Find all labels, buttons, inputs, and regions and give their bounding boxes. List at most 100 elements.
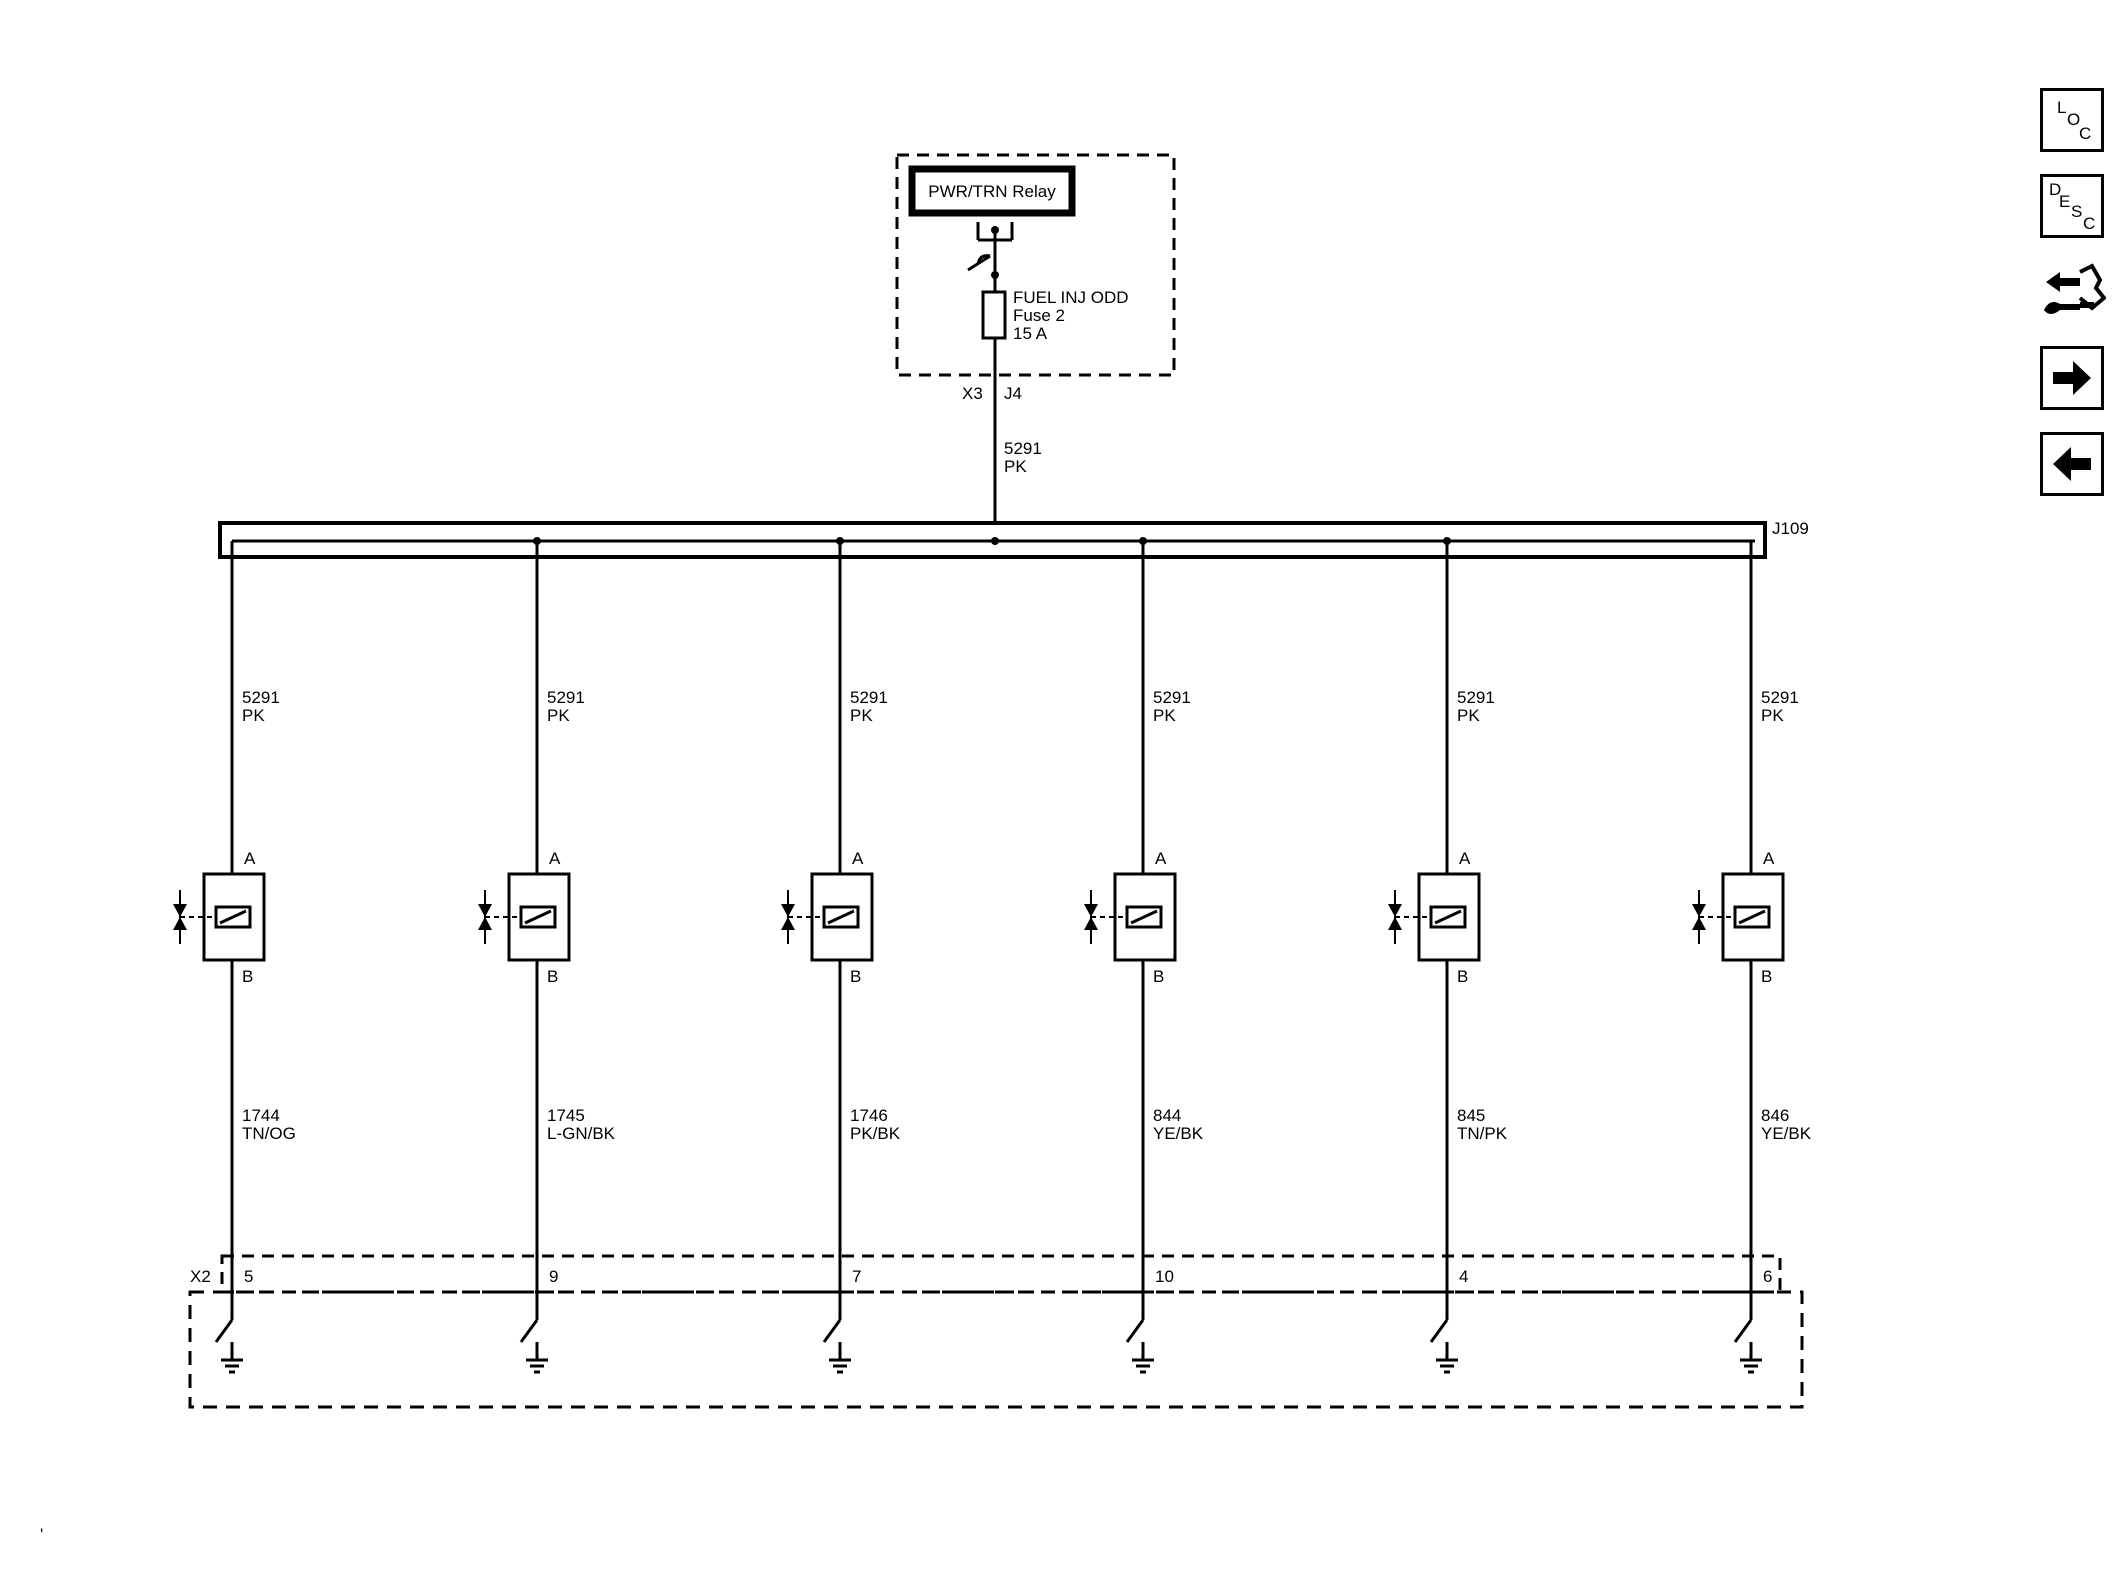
description-button[interactable]: D E S C — [2040, 174, 2104, 238]
valve-icon-top — [1692, 904, 1706, 917]
arrow-right-button[interactable] — [2040, 346, 2104, 410]
top-circuit-label: 5291 — [1761, 688, 1799, 707]
feed-connector-label: X3 — [962, 384, 983, 403]
corner-mark: ' — [40, 1525, 43, 1544]
connector-x2-outline — [220, 1254, 1782, 1294]
loc-l: L — [2057, 98, 2066, 117]
bottom-color-label: PK/BK — [850, 1124, 901, 1143]
pin-b-label: B — [1153, 967, 1164, 986]
bottom-connector-label: X2 — [190, 1267, 211, 1286]
top-color-label: PK — [1153, 706, 1176, 725]
top-color-label: PK — [242, 706, 265, 725]
solenoid-slash — [1130, 909, 1158, 925]
bottom-color-label: L-GN/BK — [547, 1124, 616, 1143]
injector-columns: 5291PKAB1744TN/OG55291PKAB1745L-GN/BK952… — [173, 537, 1812, 1374]
top-circuit-label: 5291 — [850, 688, 888, 707]
valve-icon-bottom — [478, 917, 492, 930]
valve-icon-top — [478, 904, 492, 917]
top-color-label: PK — [1457, 706, 1480, 725]
pin-b-label: B — [1457, 967, 1468, 986]
solenoid-slash — [219, 909, 247, 925]
solenoid-icon — [1125, 905, 1163, 929]
splice-dot — [1139, 537, 1147, 545]
fuse-name: FUEL INJ ODD — [1013, 288, 1129, 307]
valve-icon-bottom — [1084, 917, 1098, 930]
solenoid-icon — [214, 905, 252, 929]
top-color-label: PK — [850, 706, 873, 725]
splice-dot — [1443, 537, 1451, 545]
desc-s: S — [2071, 202, 2082, 221]
loc-o: O — [2067, 110, 2080, 129]
pin-b-label: B — [1761, 967, 1772, 986]
feed-circuit-label: 5291 — [1004, 439, 1042, 458]
bottom-color-label: TN/OG — [242, 1124, 296, 1143]
relay-box — [908, 165, 1076, 217]
driver-switch — [519, 1319, 539, 1343]
feed-color-label: PK — [1004, 457, 1027, 476]
pin-a-label: A — [244, 849, 256, 868]
solenoid-slash — [1434, 909, 1462, 925]
pin-a-label: A — [1155, 849, 1167, 868]
bottom-color-label: YE/BK — [1761, 1124, 1812, 1143]
arrow-right-icon — [2053, 361, 2091, 395]
bottom-circuit-label: 844 — [1153, 1106, 1181, 1125]
arrow-left-icon — [2053, 447, 2091, 481]
solenoid-slash — [524, 909, 552, 925]
pin-b-label: B — [547, 967, 558, 986]
valve-icon-top — [1388, 904, 1402, 917]
pin-a-label: A — [852, 849, 864, 868]
desc-c: C — [2083, 214, 2095, 233]
top-color-label: PK — [547, 706, 570, 725]
location-button[interactable]: L O C — [2040, 88, 2104, 152]
desc-e: E — [2059, 192, 2070, 211]
splice-label: J109 — [1772, 519, 1809, 538]
solenoid-icon — [519, 905, 557, 929]
bottom-circuit-label: 1745 — [547, 1106, 585, 1125]
ground-pin-label: 7 — [852, 1267, 861, 1286]
bottom-color-label: TN/PK — [1457, 1124, 1508, 1143]
driver-switch — [1429, 1319, 1449, 1343]
solenoid-icon — [1429, 905, 1467, 929]
pin-b-label: B — [242, 967, 253, 986]
solenoid-icon — [822, 905, 860, 929]
fuse-rating: 15 A — [1013, 324, 1048, 343]
valve-icon-bottom — [781, 917, 795, 930]
pin-a-label: A — [549, 849, 561, 868]
valve-icon-bottom — [173, 917, 187, 930]
bottom-circuit-label: 1746 — [850, 1106, 888, 1125]
relay-label: PWR/TRN Relay — [928, 182, 1056, 201]
valve-icon-bottom — [1692, 917, 1706, 930]
driver-switch — [1125, 1319, 1145, 1343]
solenoid-slash — [1738, 909, 1766, 925]
connector-icon[interactable] — [2040, 258, 2107, 324]
top-color-label: PK — [1761, 706, 1784, 725]
top-circuit-label: 5291 — [1457, 688, 1495, 707]
top-circuit-label: 5291 — [547, 688, 585, 707]
ground-pin-label: 5 — [244, 1267, 253, 1286]
top-circuit-label: 5291 — [242, 688, 280, 707]
top-circuit-label: 5291 — [1153, 688, 1191, 707]
bottom-circuit-label: 846 — [1761, 1106, 1789, 1125]
arrow-left-button[interactable] — [2040, 432, 2104, 496]
driver-switch — [1733, 1319, 1753, 1343]
feed-pin-label: J4 — [1004, 384, 1022, 403]
pin-b-label: B — [850, 967, 861, 986]
ground-pin-label: 6 — [1763, 1267, 1772, 1286]
driver-switch — [822, 1319, 842, 1343]
fuse-number: Fuse 2 — [1013, 306, 1065, 325]
fuse-block-outline — [895, 153, 1176, 377]
ground-pin-label: 9 — [549, 1267, 558, 1286]
ground-pin-label: 4 — [1459, 1267, 1468, 1286]
ground-pin-label: 10 — [1155, 1267, 1174, 1286]
valve-icon-top — [173, 904, 187, 917]
relay-contact-icon — [967, 222, 1014, 272]
valve-icon-bottom — [1388, 917, 1402, 930]
driver-switch — [214, 1319, 234, 1343]
